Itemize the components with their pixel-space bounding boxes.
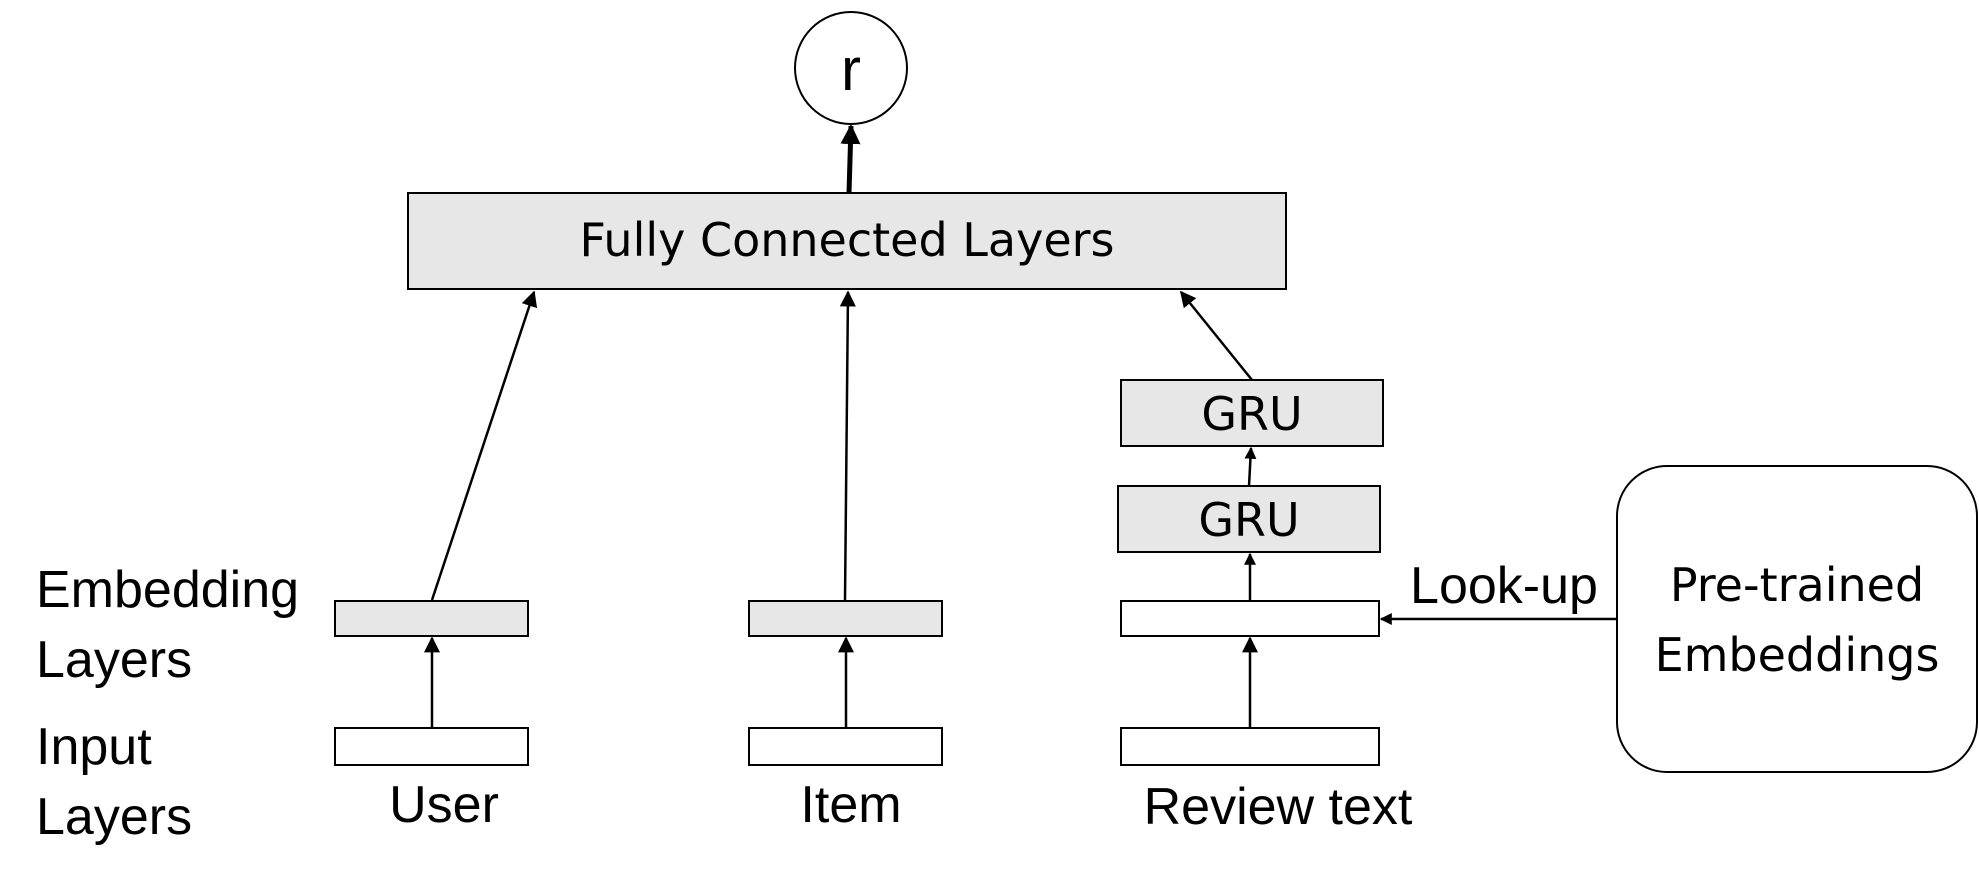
pretrained-embeddings-box xyxy=(1616,465,1978,773)
fc-layer-label: Fully Connected Layers xyxy=(579,213,1114,267)
user-embedding-box xyxy=(334,600,529,637)
review-text-input-label: Review text xyxy=(1144,778,1413,836)
input-layers-label-line1: Input xyxy=(36,718,152,776)
embedding-layers-label-line1: Embedding xyxy=(36,561,299,619)
gru-upper-label: GRU xyxy=(1201,387,1302,441)
gru-lower-label: GRU xyxy=(1198,493,1299,547)
item-embedding-box xyxy=(748,600,943,637)
output-node-label: r xyxy=(841,36,861,103)
user-input-label: User xyxy=(389,776,499,834)
user-input-box xyxy=(334,727,529,766)
input-layers-label-line2: Layers xyxy=(36,788,192,846)
arrow-fc-to-output xyxy=(840,124,861,194)
arrow-gru-lower-to-upper xyxy=(1244,446,1257,487)
arrow-item-embedding-to-fc xyxy=(839,290,856,601)
arrow-gru-to-fc xyxy=(1179,290,1253,381)
review-embedding-box xyxy=(1120,600,1380,637)
embedding-layers-label-line2: Layers xyxy=(36,631,192,689)
gru-upper-box xyxy=(1120,379,1384,447)
lookup-label: Look-up xyxy=(1410,557,1598,615)
item-input-label: Item xyxy=(800,776,901,834)
output-node-circle xyxy=(794,11,908,125)
pretrained-label-line2: Embeddings xyxy=(1655,628,1940,682)
gru-lower-box xyxy=(1117,485,1381,553)
item-input-box xyxy=(748,727,943,766)
fc-layer-box xyxy=(407,192,1287,290)
review-input-box xyxy=(1120,727,1380,766)
arrow-user-embedding-to-fc xyxy=(430,290,538,601)
pretrained-label-line1: Pre-trained xyxy=(1670,558,1924,612)
